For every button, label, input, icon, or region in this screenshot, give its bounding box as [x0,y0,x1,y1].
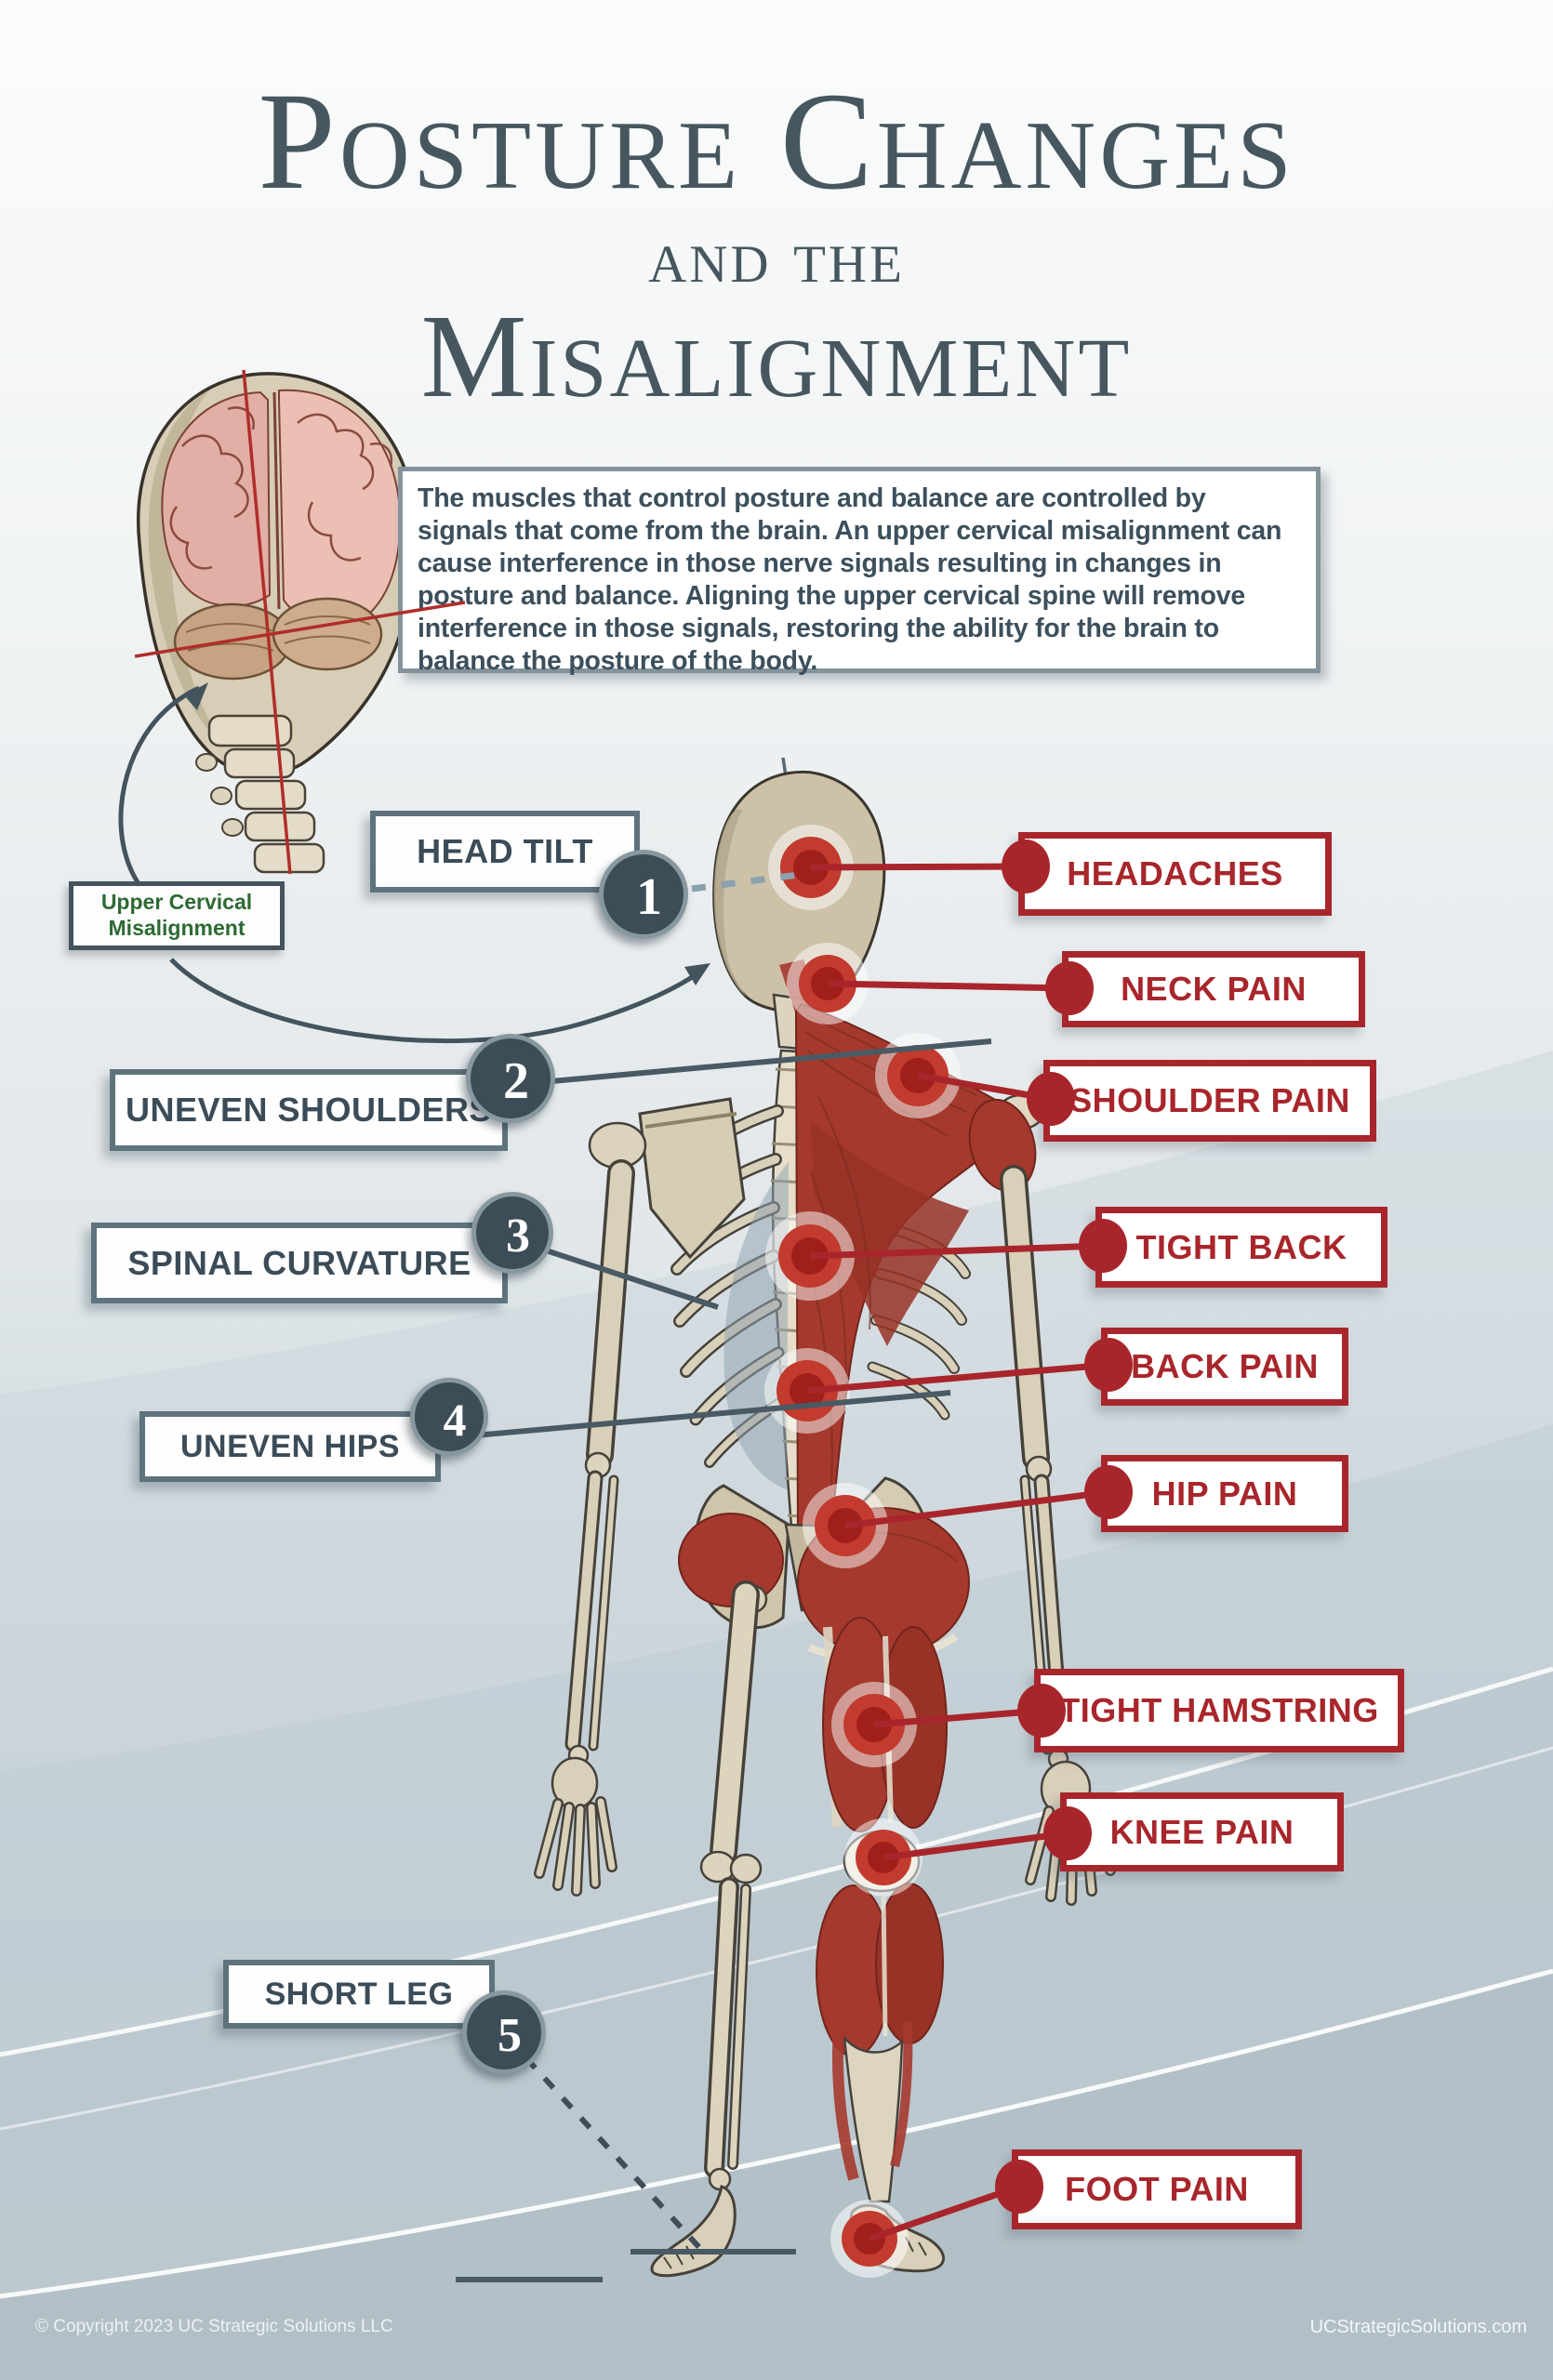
cervical-spine-illustration [195,714,325,874]
symptom-hip-pain: HIP PAIN [1101,1455,1348,1532]
website-text: UCStrategicSolutions.com [1309,2317,1527,2337]
vertebrae-lines [770,1067,813,1519]
posture-change-uneven-shoulders: UNEVEN SHOULDERS [110,1069,508,1151]
ribs-right [867,1222,971,1421]
left-leg [650,1580,768,2278]
symptom-label: HEADACHES [1067,854,1283,892]
step-number-4: 4 [410,1378,488,1456]
uc-label-line-1: Upper Cervical [100,890,253,915]
upper-cervical-misalignment-label: Upper Cervical Misalignment [69,881,285,950]
symptom-label: KNEE PAIN [1109,1812,1294,1851]
posture-change-uneven-hips: UNEVEN HIPS [139,1411,441,1482]
short-leg-dashed-line [524,2056,708,2256]
skull-brain-illustration [137,369,418,875]
posture-change-short-leg: SHORT LEG [223,1960,495,2029]
head-tilt-dashed-line [691,870,806,892]
symptom-foot-pain: FOOT PAIN [1012,2149,1302,2229]
posture-change-label: HEAD TILT [417,832,593,870]
title-line-2: and the [648,214,905,298]
symptom-shoulder-pain: SHOULDER PAIN [1043,1060,1376,1142]
ribs-left [670,1104,788,1468]
step-number-text: 2 [503,1052,529,1110]
posture-change-label: SPINAL CURVATURE [127,1243,471,1282]
pain-points [764,825,961,2278]
symptom-label: BACK PAIN [1131,1347,1319,1385]
posture-change-label: UNEVEN HIPS [180,1428,400,1464]
arrowhead-to-skull [184,682,208,710]
symptom-label: SHOULDER PAIN [1069,1081,1350,1119]
symptom-headaches: HEADACHES [1018,832,1332,916]
intro-paragraph: The muscles that control posture and bal… [418,483,1282,676]
spinal-shadow [723,1162,789,1489]
skeleton-illustration [456,757,1116,2282]
symptom-label: NECK PAIN [1121,970,1307,1008]
pain-point-knee [844,1818,923,1897]
step-number-1: 1 [599,850,688,939]
step-number-text: 1 [636,868,662,926]
symptom-neck-pain: NECK PAIN [1062,951,1365,1027]
symptom-label: HIP PAIN [1151,1474,1298,1513]
symptom-tight-back: TIGHT BACK [1095,1207,1387,1288]
pain-point-hip [803,1483,888,1568]
symptom-label: FOOT PAIN [1065,2170,1249,2208]
pain-point-shoulder [875,1033,961,1118]
step-number-text: 5 [498,2008,522,2062]
posture-change-head-tilt: HEAD TILT [370,811,640,892]
back-muscles [794,1002,1037,1551]
poster-title: Posture Changes and the Misalignment [0,71,1553,416]
arrowhead-to-neck [684,963,710,985]
uc-label-line-2: Misalignment [108,916,246,940]
pain-point-lower-back [764,1348,850,1434]
symptom-back-pain: BACK PAIN [1101,1328,1348,1406]
pain-point-head [768,825,854,910]
symptom-knee-pain: KNEE PAIN [1060,1792,1344,1871]
pain-point-upper-back [765,1211,855,1301]
posture-change-label: UNEVEN SHOULDERS [125,1091,493,1129]
pain-point-neck [787,943,869,1025]
pain-point-hamstring [831,1682,917,1767]
step-number-5: 5 [462,1990,546,2074]
pain-point-foot [830,2200,909,2278]
symptom-tight-hamstring: TIGHT HAMSTRING [1034,1669,1404,1752]
posture-change-spinal-curvature: SPINAL CURVATURE [91,1223,508,1303]
copyright-text: © Copyright 2023 UC Strategic Solutions … [35,2317,393,2336]
left-scapula [638,1097,746,1260]
step-number-3: 3 [471,1192,553,1274]
step-number-text: 3 [506,1209,530,1263]
intro-text-box: The muscles that control posture and bal… [398,467,1321,676]
right-glute-muscle [797,1507,970,1658]
skeleton-skull [712,770,886,1013]
misalignment-axis-line [242,369,292,875]
title-line-1: Posture Changes [258,64,1295,218]
left-glute-muscle [678,1513,784,1607]
symptom-label: TIGHT BACK [1135,1227,1347,1266]
left-arm [534,1159,635,1897]
pelvis [694,1476,932,1630]
step-number-2: 2 [466,1034,555,1123]
right-leg-muscles [816,1617,948,2273]
posture-change-label: SHORT LEG [264,1976,454,2012]
title-line-3: Misalignment [420,290,1133,422]
step-number-text: 4 [443,1394,467,1446]
posture-reference-line [781,757,824,1016]
symptom-label: TIGHT HAMSTRING [1059,1691,1379,1729]
